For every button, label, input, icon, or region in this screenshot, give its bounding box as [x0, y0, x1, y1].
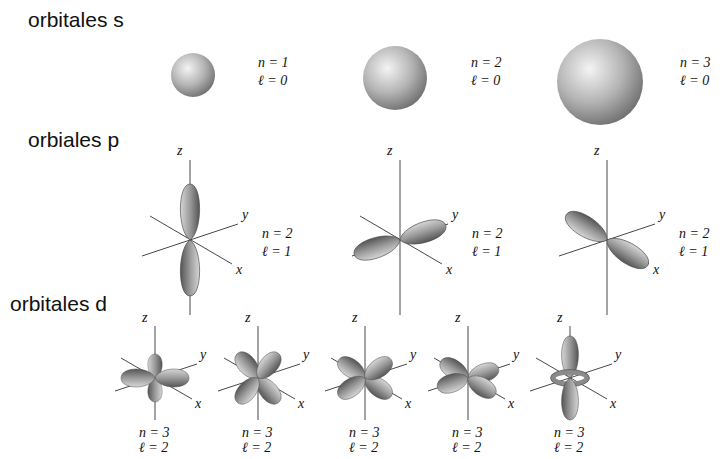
quantum-number: n = 1: [258, 55, 288, 70]
quantum-number: n = 3: [349, 425, 379, 440]
axis-label: x: [405, 396, 411, 411]
quantum-number: ℓ = 1: [679, 244, 708, 259]
d-orbital: [325, 326, 407, 420]
d-orbital: [530, 326, 612, 420]
quantum-number: ℓ = 2: [349, 440, 378, 455]
quantum-number: ℓ = 0: [680, 73, 709, 88]
section-heading: orbitales s: [28, 8, 124, 31]
p-orbital: [351, 160, 449, 315]
quantum-number: ℓ = 1: [262, 244, 291, 259]
quantum-number: ℓ = 2: [139, 440, 168, 455]
p-orbital: [559, 160, 655, 315]
axis-label: z: [387, 143, 392, 158]
quantum-number: ℓ = 2: [242, 440, 271, 455]
axis-label: z: [594, 143, 599, 158]
quantum-number: ℓ = 0: [471, 73, 500, 88]
section-heading: orbitales d: [10, 292, 107, 315]
axis-label: z: [352, 310, 357, 325]
quantum-number: n = 3: [554, 425, 584, 440]
axis-label: x: [195, 396, 201, 411]
axis-label: y: [242, 207, 248, 222]
axis-label: y: [303, 347, 309, 362]
d-orbital: [428, 326, 510, 420]
quantum-number: n = 2: [262, 226, 292, 241]
quantum-number: n = 2: [472, 226, 502, 241]
quantum-number: n = 3: [680, 55, 710, 70]
quantum-number: n = 2: [471, 55, 501, 70]
quantum-number: ℓ = 0: [258, 73, 287, 88]
axis-label: z: [245, 310, 250, 325]
axis-label: y: [513, 347, 519, 362]
quantum-number: ℓ = 1: [472, 244, 501, 259]
quantum-number: n = 3: [452, 425, 482, 440]
axis-label: z: [142, 310, 147, 325]
quantum-number: n = 2: [679, 226, 709, 241]
axis-label: x: [508, 396, 514, 411]
axis-label: x: [610, 396, 616, 411]
axis-label: x: [653, 262, 659, 277]
axis-label: x: [446, 262, 452, 277]
quantum-number: n = 3: [242, 425, 272, 440]
quantum-number: ℓ = 2: [452, 440, 481, 455]
axis-label: x: [236, 262, 242, 277]
p-orbital: [142, 160, 238, 315]
axis-label: z: [177, 143, 182, 158]
axis-label: y: [615, 347, 621, 362]
axis-label: z: [455, 310, 460, 325]
s-orbital: [171, 39, 643, 125]
quantum-number: n = 3: [139, 425, 169, 440]
axis-label: x: [298, 396, 304, 411]
axis-label: y: [200, 347, 206, 362]
d-orbital: [115, 326, 197, 420]
axis-label: y: [410, 347, 416, 362]
axis-label: z: [557, 310, 562, 325]
section-heading: orbiales p: [28, 128, 119, 151]
axis-label: y: [659, 207, 665, 222]
axis-label: y: [452, 207, 458, 222]
d-orbital: [218, 326, 300, 420]
quantum-number: ℓ = 2: [554, 440, 583, 455]
